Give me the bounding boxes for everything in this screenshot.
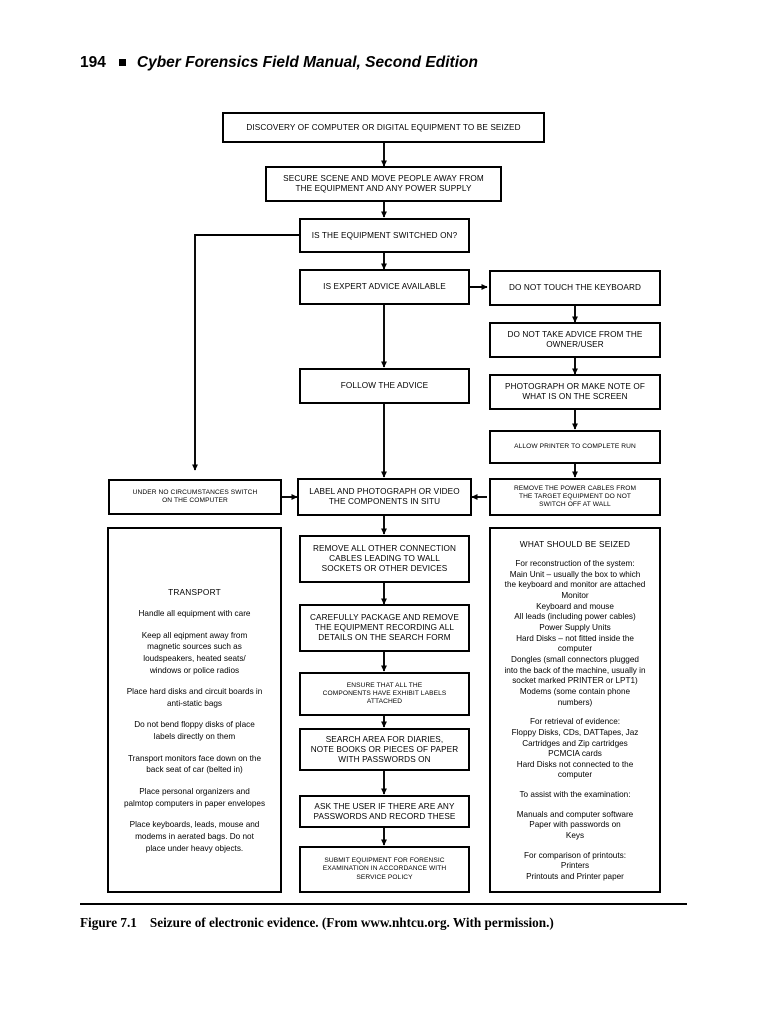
node-search-area-for-diaries[interactable]: SEARCH AREA FOR DIARIES, NOTE BOOKS OR P… xyxy=(299,728,470,771)
node-follow-the-advice[interactable]: FOLLOW THE ADVICE xyxy=(299,368,470,404)
node-allow-printer-complete-run[interactable]: ALLOW PRINTER TO COMPLETE RUN xyxy=(489,430,661,464)
book-title: Cyber Forensics Field Manual, Second Edi… xyxy=(136,54,478,71)
node-remove-other-cables[interactable]: REMOVE ALL OTHER CONNECTION CABLES LEADI… xyxy=(299,535,470,583)
node-discovery[interactable]: DISCOVERY OF COMPUTER OR DIGITAL EQUIPME… xyxy=(222,112,545,143)
node-submit-for-forensic-examination[interactable]: SUBMIT EQUIPMENT FOR FORENSIC EXAMINATIO… xyxy=(299,846,470,893)
caption-rule xyxy=(80,903,687,905)
node-label-and-photograph-in-situ[interactable]: LABEL AND PHOTOGRAPH OR VIDEO THE COMPON… xyxy=(297,478,472,516)
panel-seized-body: For reconstruction of the system: Main U… xyxy=(504,559,646,882)
square-bullet-icon xyxy=(118,58,126,66)
panel-what-should-be-seized: WHAT SHOULD BE SEIZED For reconstruction… xyxy=(489,527,661,893)
node-do-not-touch-keyboard[interactable]: DO NOT TOUCH THE KEYBOARD xyxy=(489,270,661,306)
node-under-no-circumstances-switch-on[interactable]: UNDER NO CIRCUMSTANCES SWITCH ON THE COM… xyxy=(108,479,282,515)
running-head: 194 Cyber Forensics Field Manual, Second… xyxy=(80,54,478,72)
panel-transport: TRANSPORT Handle all equipment with care… xyxy=(107,527,282,893)
node-ensure-exhibit-labels[interactable]: ENSURE THAT ALL THE COMPONENTS HAVE EXHI… xyxy=(299,672,470,716)
node-ask-user-passwords[interactable]: ASK THE USER IF THERE ARE ANY PASSWORDS … xyxy=(299,795,470,828)
panel-seized-title: WHAT SHOULD BE SEIZED xyxy=(519,539,631,549)
panel-transport-title: TRANSPORT xyxy=(168,587,221,597)
figure-number: Figure 7.1 xyxy=(80,915,137,930)
node-do-not-take-advice-from-owner[interactable]: DO NOT TAKE ADVICE FROM THE OWNER/USER xyxy=(489,322,661,358)
node-secure-scene[interactable]: SECURE SCENE AND MOVE PEOPLE AWAY FROM T… xyxy=(265,166,502,202)
page-number: 194 xyxy=(80,54,106,71)
figure-caption: Figure 7.1 Seizure of electronic evidence… xyxy=(80,915,700,931)
node-photograph-screen[interactable]: PHOTOGRAPH OR MAKE NOTE OF WHAT IS ON TH… xyxy=(489,374,661,410)
node-carefully-package[interactable]: CAREFULLY PACKAGE AND REMOVE THE EQUIPME… xyxy=(299,604,470,652)
figure-caption-text: Seizure of electronic evidence. (From ww… xyxy=(149,915,554,930)
node-is-equipment-switched-on[interactable]: IS THE EQUIPMENT SWITCHED ON? xyxy=(299,218,470,253)
panel-transport-body: Handle all equipment with care Keep all … xyxy=(123,609,266,853)
node-remove-power-cables[interactable]: REMOVE THE POWER CABLES FROM THE TARGET … xyxy=(489,478,661,516)
node-is-expert-advice-available[interactable]: IS EXPERT ADVICE AVAILABLE xyxy=(299,269,470,305)
